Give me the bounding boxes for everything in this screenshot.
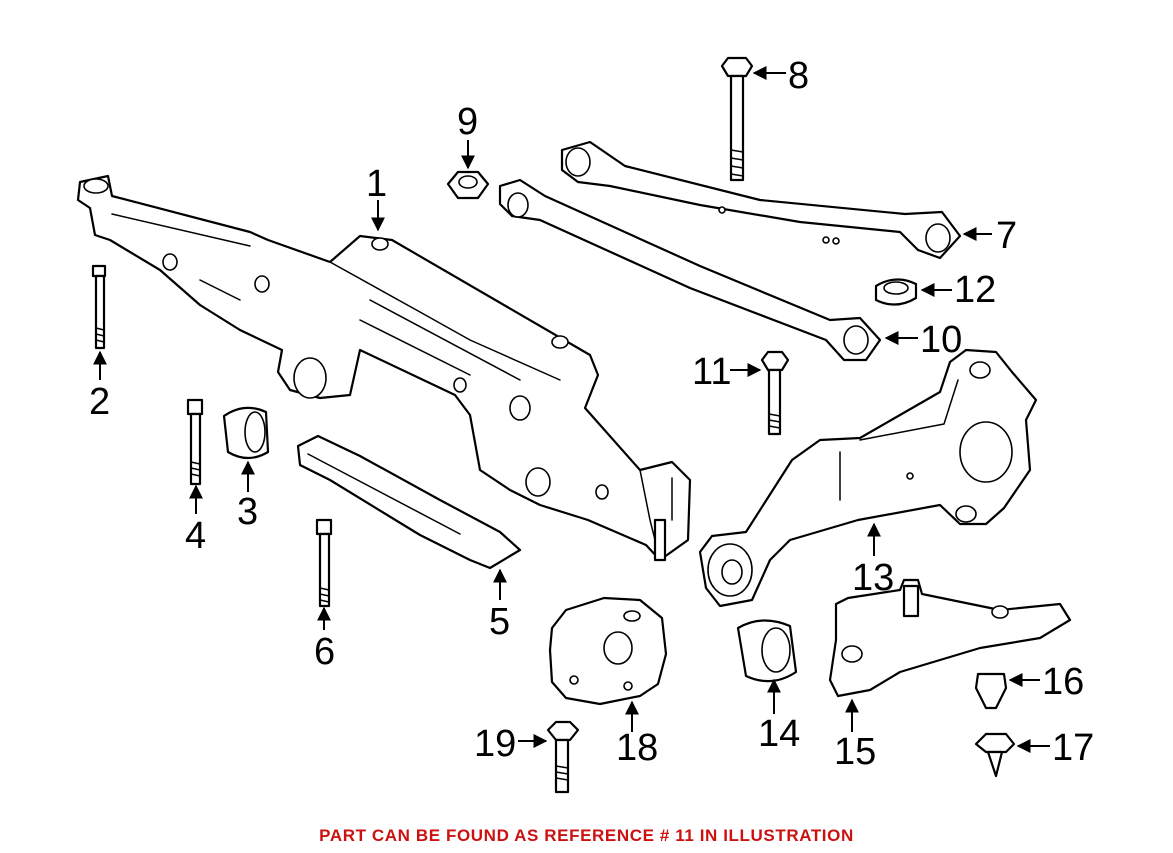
control-arm-part-7	[560, 140, 962, 260]
callout-2: 2	[89, 381, 110, 423]
callout-6: 6	[314, 631, 335, 673]
callout-12: 12	[954, 269, 996, 311]
callout-1: 1	[366, 163, 387, 205]
callout-4: 4	[185, 515, 206, 557]
callout-10: 10	[920, 319, 962, 361]
bracket-part-5	[296, 434, 522, 570]
callout-5: 5	[489, 601, 510, 643]
nut-part-9	[446, 170, 490, 200]
bushing-part-3	[222, 406, 270, 460]
bolt-part-8	[720, 56, 754, 182]
callout-14: 14	[758, 713, 800, 755]
reference-note: PART CAN BE FOUND AS REFERENCE # 11 IN I…	[319, 826, 854, 845]
bushing-part-12	[874, 278, 918, 306]
callout-3: 3	[237, 491, 258, 533]
subframe-part	[76, 174, 692, 562]
callout-19: 19	[474, 723, 516, 765]
callout-8: 8	[788, 55, 809, 97]
control-arm-part-10	[498, 178, 882, 362]
callout-11: 11	[692, 351, 731, 393]
bolt-part-19	[546, 720, 580, 794]
callout-17: 17	[1052, 727, 1094, 769]
callout-9: 9	[457, 101, 478, 143]
bolt-part-4	[186, 398, 204, 486]
lower-arm-part-15	[828, 578, 1072, 698]
bolt-part-6	[315, 518, 333, 608]
callout-15: 15	[834, 731, 876, 773]
leader-arrows	[93, 66, 1050, 753]
mount-part-18	[548, 596, 668, 706]
bolt-part-11	[760, 350, 790, 436]
callout-18: 18	[616, 727, 658, 769]
rear-suspension-exploded-diagram: 1 2 3 4 5 6 7 8 9 10 11 12 13 14 15 16 1…	[76, 55, 1094, 794]
bolt-part-2	[91, 264, 107, 350]
clip-part-16	[974, 672, 1008, 710]
bushing-part-14	[736, 619, 798, 683]
trailing-arm-part-13	[698, 348, 1038, 608]
screw-part-17	[974, 732, 1016, 778]
callout-16: 16	[1042, 661, 1084, 703]
callout-13: 13	[852, 557, 894, 599]
callout-labels: 1 2 3 4 5 6 7 8 9 10 11 12 13 14 15 16 1…	[89, 55, 1094, 773]
callout-7: 7	[996, 215, 1017, 257]
